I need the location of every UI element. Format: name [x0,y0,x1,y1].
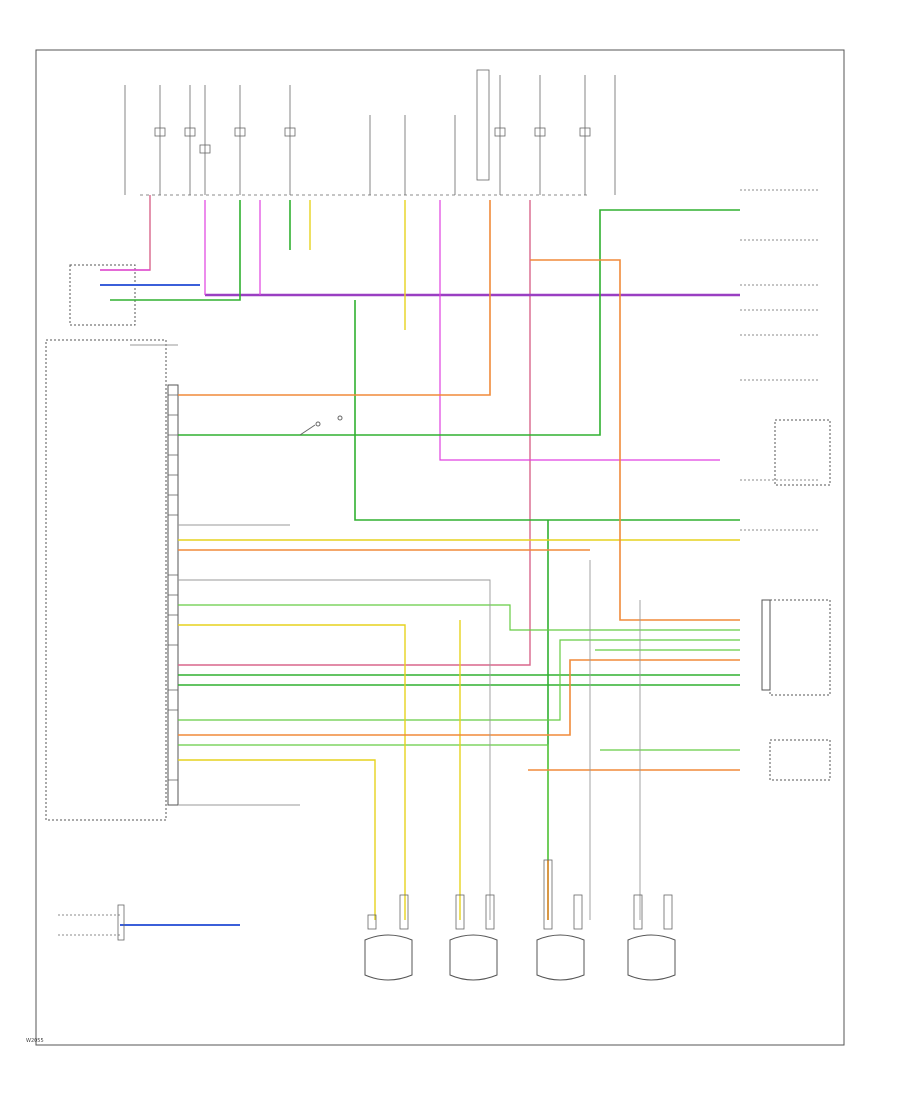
fuse-block-right [369,69,616,195]
wire-yellow [178,200,740,920]
right-module-top [740,189,820,531]
steering-sensor-connector [769,739,831,781]
wire-light-green [178,604,740,920]
cluster-connector [58,904,125,941]
wheel-speed-sensor-right-front [449,894,498,981]
wheel-speed-sensor-left-rear [536,859,585,981]
top-left-module [69,264,136,326]
wire-blue [100,284,240,926]
diagram-frame [35,49,845,1046]
wire-orange [178,200,740,920]
wheel-speed-sensor-right-rear [627,894,676,981]
powertrain-module-box [769,599,831,696]
wheel-speed-switch-box [774,419,831,486]
main-connector-pins [168,394,178,781]
wire-gray [130,344,641,920]
diagram-code: W2055 [26,1038,44,1044]
wire-pink [100,195,531,666]
switch-symbol [299,415,343,436]
wire-magenta [100,200,720,461]
wire-green [110,200,740,920]
left-module-border [45,339,167,821]
wheel-speed-sensor-left-front [364,894,413,981]
fuse-block-left [124,85,296,195]
powertrain-module-connector [761,599,771,691]
